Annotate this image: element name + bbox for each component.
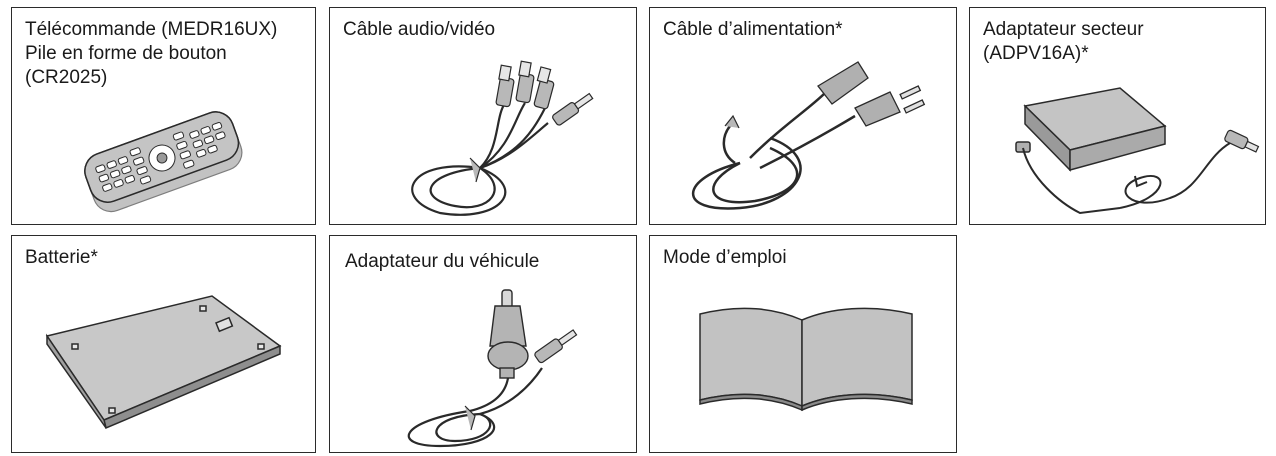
accessory-card-av-cable: Câble audio/vidéo: [329, 7, 637, 225]
accessory-label: Télécommande (MEDR16UX) Pile en forme de…: [25, 19, 278, 88]
accessory-card-manual: Mode d’emploi: [649, 235, 957, 453]
accessory-label: Câble d’alimentation*: [663, 19, 843, 40]
accessory-card-remote: Télécommande (MEDR16UX) Pile en forme de…: [11, 7, 316, 225]
audio-video-cable-image: [411, 60, 594, 216]
accessory-label: Adaptateur du véhicule: [345, 251, 540, 272]
remote-control-image: [84, 111, 243, 213]
accessory-label: Câble audio/vidéo: [343, 19, 496, 40]
ac-adapter-image: [1015, 87, 1260, 215]
accessory-card-battery: Batterie*: [11, 235, 316, 453]
power-cord-image: [692, 61, 926, 210]
battery-pack-image: [45, 295, 282, 430]
accessory-label: Adaptateur secteur (ADPV16A)*: [983, 19, 1144, 64]
accessory-card-car-adapter: Adaptateur du véhicule: [329, 235, 637, 453]
accessory-card-power-cord: Câble d’alimentation*: [649, 7, 957, 225]
manual-booklet-image: [699, 307, 913, 412]
car-adapter-image: [407, 289, 578, 448]
accessory-card-ac-adapter: Adaptateur secteur (ADPV16A)*: [969, 7, 1266, 225]
accessory-label: Mode d’emploi: [663, 247, 787, 268]
accessory-label: Batterie*: [25, 247, 98, 268]
